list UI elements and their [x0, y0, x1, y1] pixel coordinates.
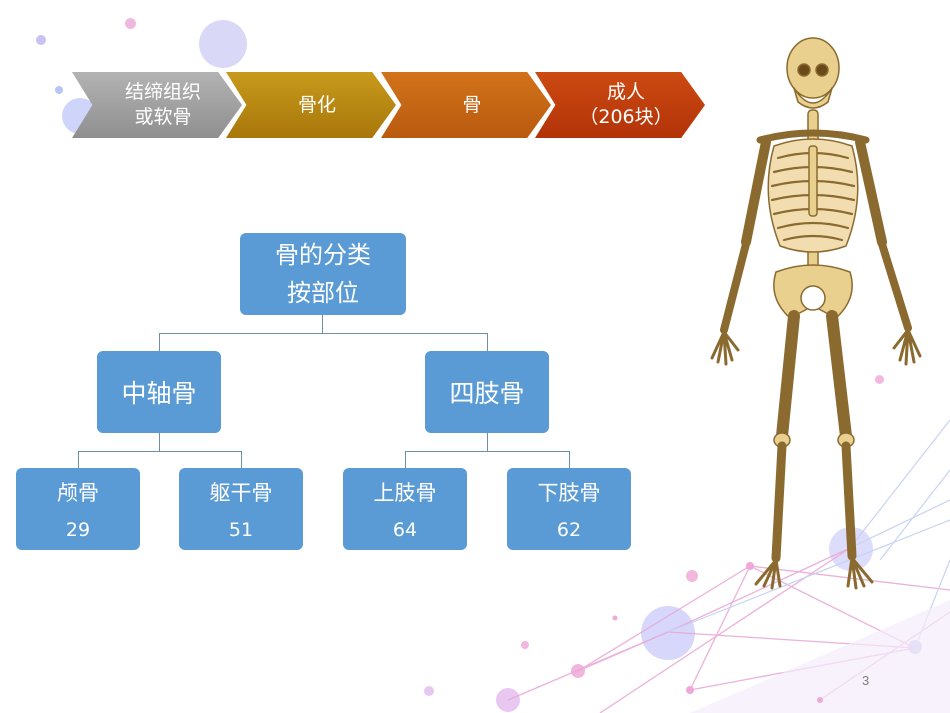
axial-skeleton-box: 中轴骨 — [97, 351, 221, 433]
process-step-2-label: 骨化 — [297, 93, 336, 116]
connector-line — [487, 433, 488, 451]
leaf-label: 下肢骨 — [537, 481, 601, 505]
appendicular-label: 四肢骨 — [449, 379, 525, 408]
connector-line — [159, 333, 488, 334]
decor-circle — [55, 86, 63, 94]
connector-line — [159, 333, 160, 351]
decor-circle — [521, 641, 529, 649]
process-step-adult: 成人 （206块） — [535, 72, 705, 138]
classification-root: 骨的分类 按部位 — [240, 233, 406, 315]
lower-limb-bones-box: 下肢骨 62 — [507, 468, 631, 550]
connector-line — [405, 451, 406, 468]
decor-circle — [36, 35, 46, 45]
connector-line — [405, 451, 570, 452]
decor-circle — [199, 20, 247, 68]
appendicular-skeleton-box: 四肢骨 — [425, 351, 549, 433]
decor-circle — [424, 686, 434, 696]
connector-line — [569, 451, 570, 468]
upper-limb-bones-box: 上肢骨 64 — [343, 468, 467, 550]
human-skeleton-illustration — [710, 37, 922, 590]
process-step-bone: 骨 — [381, 72, 551, 138]
root-subtitle: 按部位 — [287, 279, 359, 307]
leaf-count: 62 — [556, 519, 582, 541]
leaf-label: 上肢骨 — [373, 481, 437, 505]
process-step-4-label: 成人 （206块） — [579, 81, 673, 128]
skull-bones-box: 颅骨 29 — [16, 468, 140, 550]
connector-line — [322, 315, 323, 333]
root-title: 骨的分类 — [275, 241, 371, 269]
connector-line — [78, 451, 79, 468]
connector-line — [159, 433, 160, 451]
decor-circle — [875, 375, 884, 384]
leaf-label: 颅骨 — [57, 481, 99, 505]
process-step-ossification: 骨化 — [226, 72, 396, 138]
leaf-count: 51 — [228, 519, 254, 541]
leaf-count: 29 — [65, 519, 91, 541]
axial-label: 中轴骨 — [121, 379, 197, 408]
leaf-label: 躯干骨 — [209, 481, 273, 505]
decor-circle — [125, 18, 136, 29]
decor-circle — [686, 570, 698, 582]
process-step-1-label: 结缔组织 或软骨 — [124, 81, 201, 128]
connector-line — [78, 451, 242, 452]
connector-line — [241, 451, 242, 468]
page-number: 3 — [862, 673, 870, 688]
leaf-count: 64 — [392, 519, 418, 541]
trunk-bones-box: 躯干骨 51 — [179, 468, 303, 550]
process-step-connective-tissue: 结缔组织 或软骨 — [72, 72, 242, 138]
process-step-3-label: 骨 — [462, 93, 482, 116]
connector-line — [487, 333, 488, 351]
